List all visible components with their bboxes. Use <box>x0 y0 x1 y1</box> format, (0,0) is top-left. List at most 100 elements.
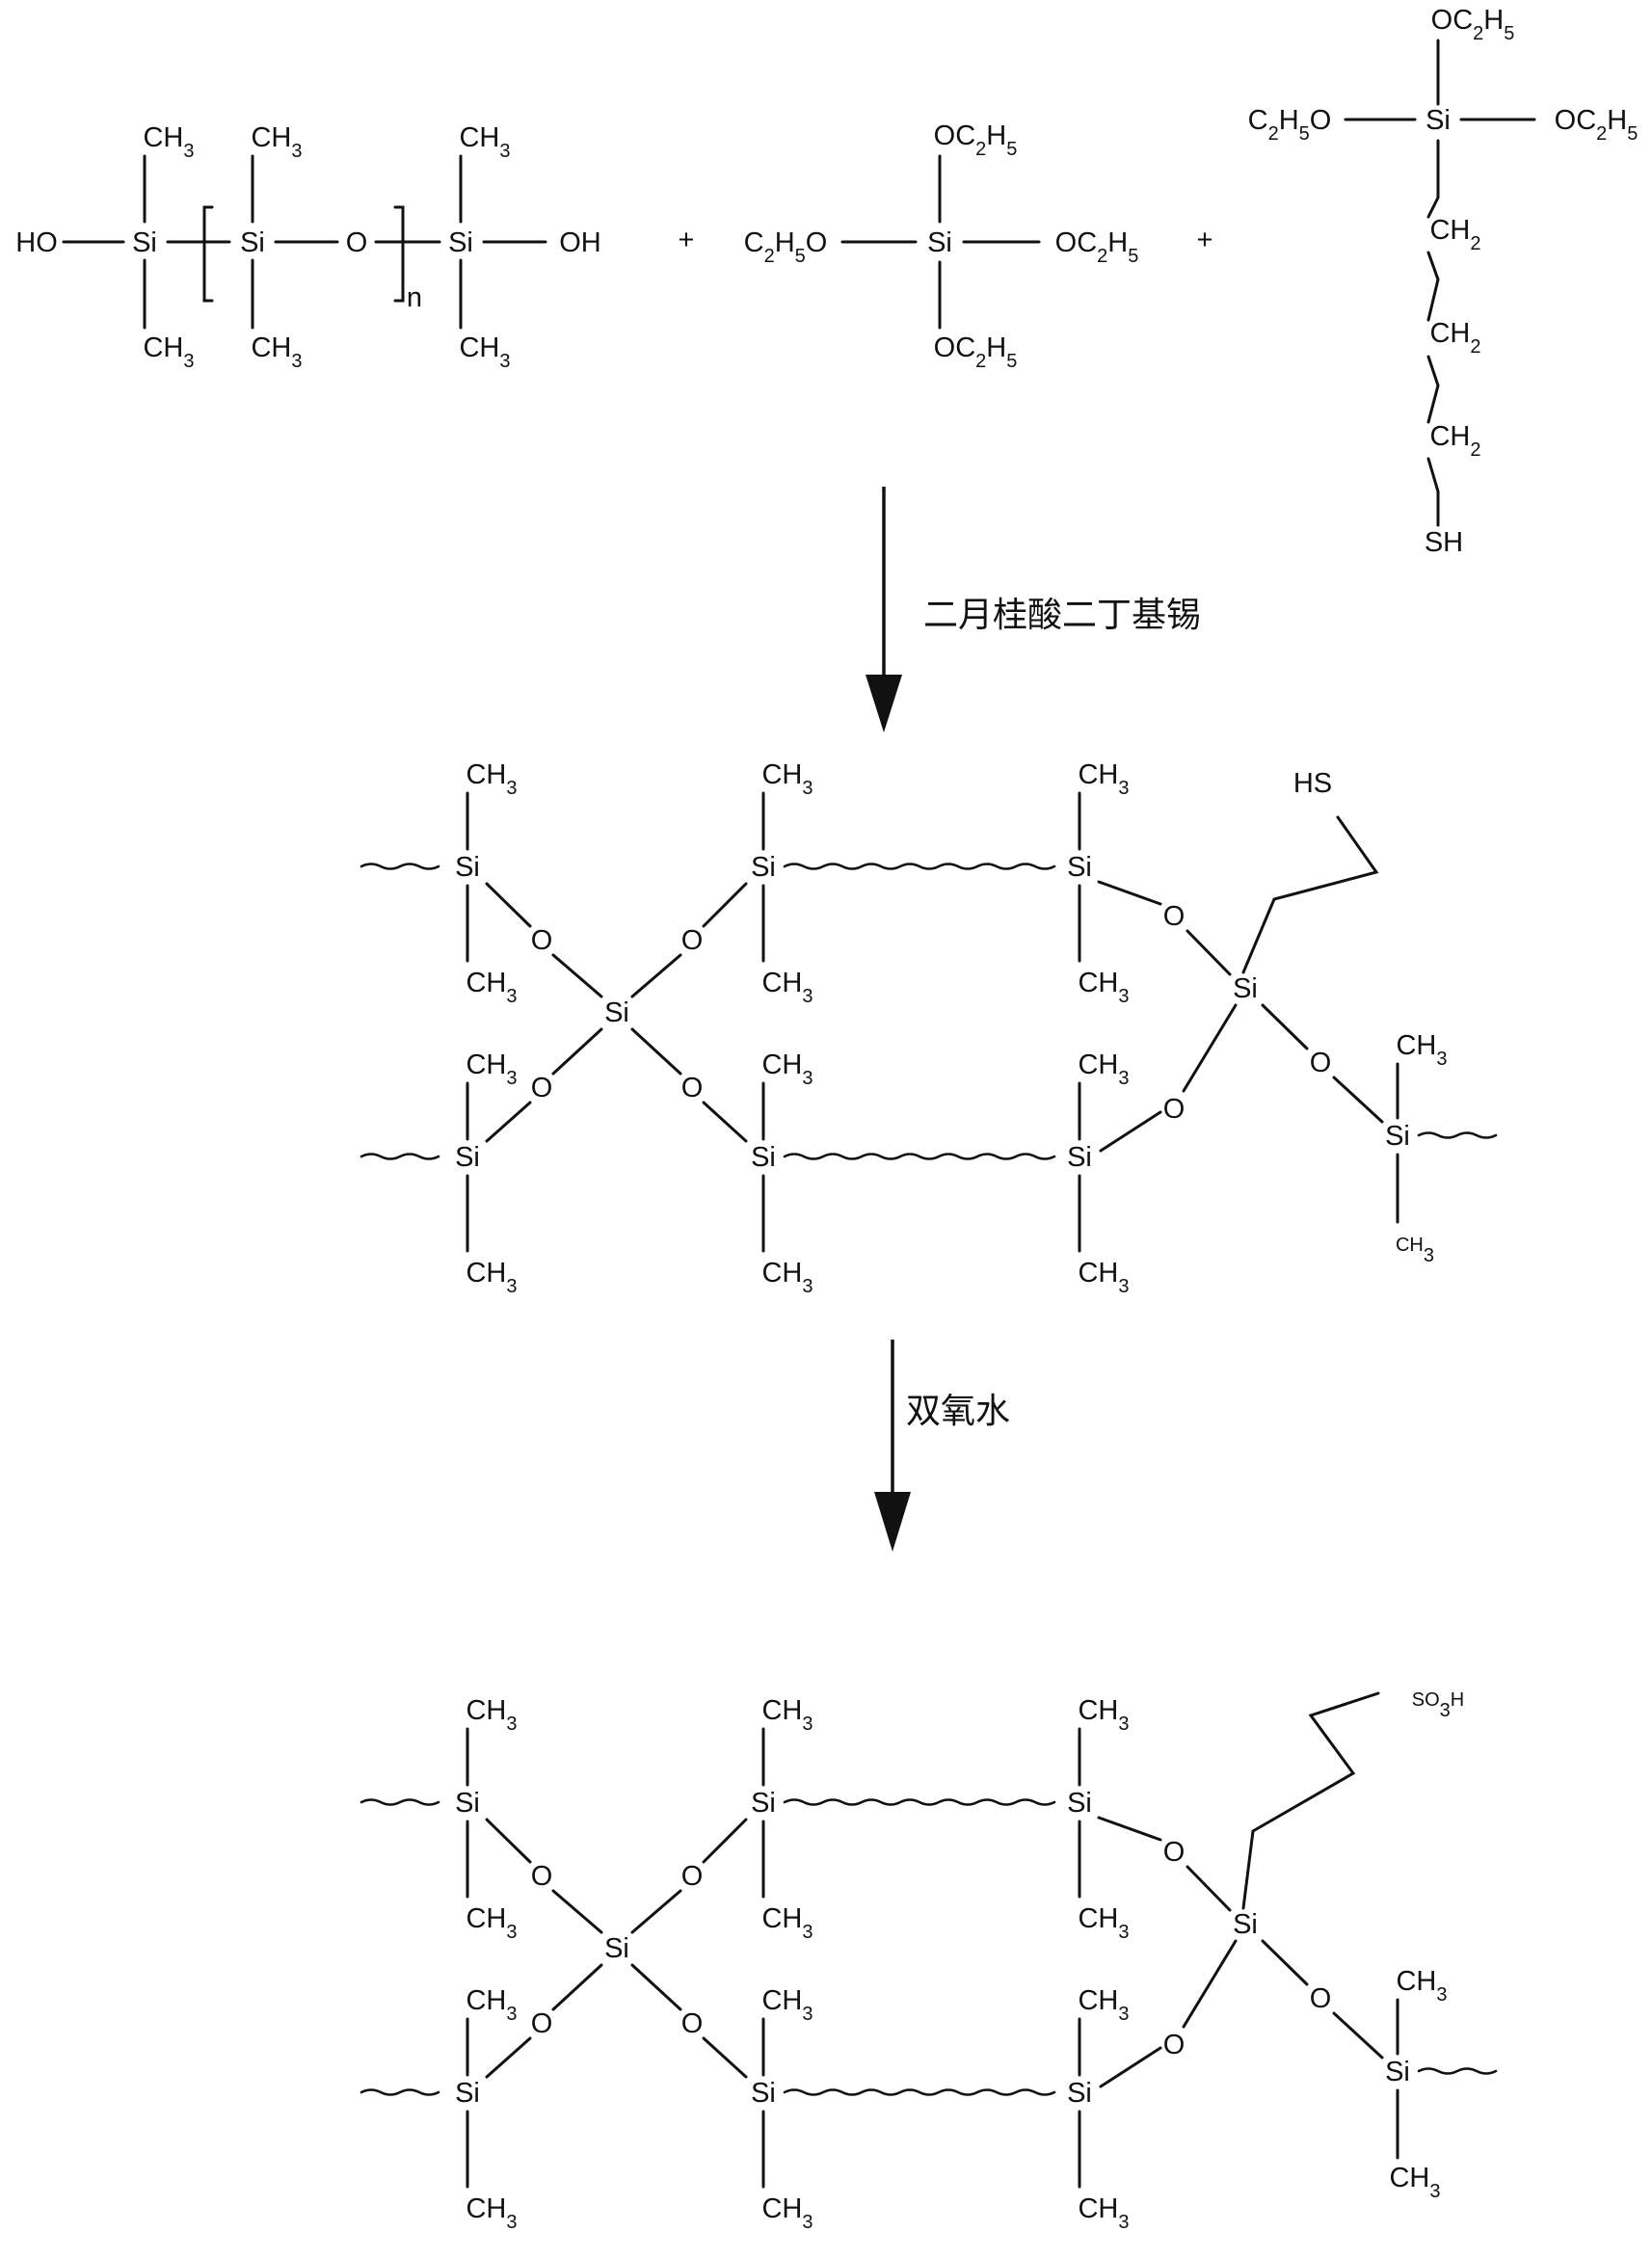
pdms-methyl-bottom-1: CH3 <box>251 332 302 372</box>
product-oxygen-o3: O <box>531 2008 553 2039</box>
product-methyl-top-d: CH3 <box>466 1985 517 2025</box>
intermediate-methyl-bottom-e: CH3 <box>761 1258 813 1297</box>
product-methyl-bottom-b: CH3 <box>761 1903 813 1943</box>
product-methyl-top-b: CH3 <box>761 1695 813 1735</box>
product-silicon-e: Si <box>751 2078 776 2109</box>
intermediate-methyl-bottom-f: CH3 <box>1078 1258 1129 1297</box>
pdms-methyl-top-1: CH3 <box>251 122 302 162</box>
product-siloxane-bond <box>630 1889 682 1934</box>
intermediate-methyl-top-c: CH3 <box>1078 759 1129 799</box>
intermediate-methyl-bottom-b: CH3 <box>761 968 813 1007</box>
pdms-bracket-left <box>202 205 214 303</box>
product-methyl-top-f: CH3 <box>1078 1985 1129 2025</box>
pdms-methyl-bottom-0: CH3 <box>143 332 194 372</box>
intermediate-siloxane-bond <box>1099 1110 1162 1153</box>
teos-ethoxy-right: OC2H5 <box>1055 227 1139 267</box>
product-methyl-bottom-a: CH3 <box>466 1903 517 1943</box>
product-methyl-top-e: CH3 <box>761 1985 813 2025</box>
pdms-methyl-top-0: CH3 <box>143 122 194 162</box>
intermediate-siloxane-bond <box>551 953 603 998</box>
intermediate-methyl-top-j: CH3 <box>1396 1030 1447 1070</box>
teos-ethoxy-bottom: OC2H5 <box>934 332 1018 372</box>
intermediate-oxygen-o5: O <box>1163 901 1186 932</box>
intermediate-siloxane-bond <box>485 882 532 928</box>
product-methyl-bottom-c: CH3 <box>1078 1903 1129 1943</box>
intermediate-silicon-g: Si <box>604 997 629 1028</box>
intermediate-methyl-top-b: CH3 <box>761 759 813 799</box>
product-sulfopropyl-chain <box>1241 1691 1380 1910</box>
product-methyl-bottom-f: CH3 <box>1078 2193 1129 2233</box>
intermediate-silicon-h: Si <box>1233 973 1258 1004</box>
product-siloxane-bond <box>1261 1939 1309 1986</box>
reaction-arrows <box>866 487 911 1552</box>
product-chain-end-j <box>1417 2067 1498 2075</box>
product-methyl-bottom-d: CH3 <box>466 2193 517 2233</box>
intermediate-methyl-top-a: CH3 <box>466 759 517 799</box>
product-sulfonic-acid: SO3H <box>1412 1689 1464 1721</box>
product-silicon-a: Si <box>455 1788 480 1819</box>
plus-sign-1: + <box>679 225 695 255</box>
product-silicon-h: Si <box>1233 1909 1258 1940</box>
product-chain-bottom-link <box>783 2088 1056 2096</box>
teos-silicon: Si <box>927 227 952 258</box>
product-silicon-g: Si <box>604 1933 629 1964</box>
product-oxygen-o4: O <box>681 2008 704 2039</box>
product-siloxane-bond <box>551 1889 603 1934</box>
product-oxygen-o5: O <box>1163 1837 1186 1868</box>
pdms-methyl-bottom-2: CH3 <box>459 332 510 372</box>
intermediate-siloxane-bond <box>1097 880 1162 906</box>
product-siloxane-bond <box>1099 2046 1162 2088</box>
mptes-chain <box>1426 139 1440 219</box>
product-methyl-top-a: CH3 <box>466 1695 517 1735</box>
teos-ethoxy-left: C2H5O <box>744 227 828 267</box>
pdms-oxygen-repeat: O <box>346 227 368 258</box>
intermediate-oxygen-o6: O <box>1163 1094 1186 1125</box>
pdms-repeat-index: n <box>407 282 422 313</box>
intermediate-chain-top-link <box>783 863 1056 870</box>
intermediate-chain-end-d <box>360 1153 440 1160</box>
mptes-methylene-1: CH2 <box>1429 215 1480 254</box>
intermediate-silicon-c: Si <box>1067 852 1092 883</box>
mptes-silicon: Si <box>1426 105 1451 136</box>
product-methyl-bottom-j: CH3 <box>1389 2163 1440 2202</box>
catalyst-label: 二月桂酸二丁基锡 <box>923 596 1201 635</box>
intermediate-silicon-j: Si <box>1385 1121 1410 1152</box>
product-silicon-j: Si <box>1385 2057 1410 2087</box>
intermediate-siloxane-bond <box>1261 1003 1309 1050</box>
product-silicon-f: Si <box>1067 2078 1092 2109</box>
product-chain-end-d <box>360 2088 440 2096</box>
intermediate-oxygen-o4: O <box>681 1073 704 1103</box>
pdms-hydroxyl-right: OH <box>559 227 601 258</box>
arrow-step-1-head <box>866 675 902 732</box>
intermediate-methyl-top-f: CH3 <box>1078 1050 1129 1089</box>
pdms-silicon-left: Si <box>132 227 157 258</box>
mptes-ethoxy-right: OC2H5 <box>1555 105 1639 145</box>
intermediate-oxygen-o1: O <box>531 925 553 956</box>
product-siloxane-bond <box>702 2036 748 2079</box>
intermediate-methyl-top-d: CH3 <box>466 1050 517 1089</box>
product-silicon-c: Si <box>1067 1788 1092 1819</box>
intermediate-siloxane-bond <box>1182 1003 1238 1093</box>
mptes-chain <box>1426 251 1440 322</box>
oxidant-label: 双氧水 <box>906 1392 1010 1431</box>
mptes-ethoxy-top: OC2H5 <box>1431 5 1515 44</box>
intermediate-oxygen-o2: O <box>681 925 704 956</box>
intermediate-chain-end-a <box>360 863 440 870</box>
mptes-thiol: SH <box>1425 527 1463 558</box>
intermediate-thiol: HS <box>1293 768 1332 799</box>
teos-ethoxy-top: OC2H5 <box>934 120 1018 160</box>
product-oxygen-o2: O <box>681 1861 704 1892</box>
intermediate-mercaptopropyl-chain <box>1241 815 1379 974</box>
intermediate-silicon-f: Si <box>1067 1142 1092 1173</box>
intermediate-methyl-bottom-j: CH3 <box>1396 1235 1434 1266</box>
product-methyl-top-j: CH3 <box>1396 1966 1447 2006</box>
intermediate-siloxane-bond <box>1332 1076 1384 1124</box>
product-siloxane-bond <box>485 2036 532 2079</box>
pdms-silicon-repeat: Si <box>240 227 265 258</box>
product-oxygen-o1: O <box>531 1861 553 1892</box>
product-siloxane-bond <box>1097 1816 1162 1842</box>
mptes-chain <box>1426 457 1440 527</box>
arrow-step-2-head <box>874 1492 911 1552</box>
mptes-methylene-3: CH2 <box>1429 421 1480 461</box>
